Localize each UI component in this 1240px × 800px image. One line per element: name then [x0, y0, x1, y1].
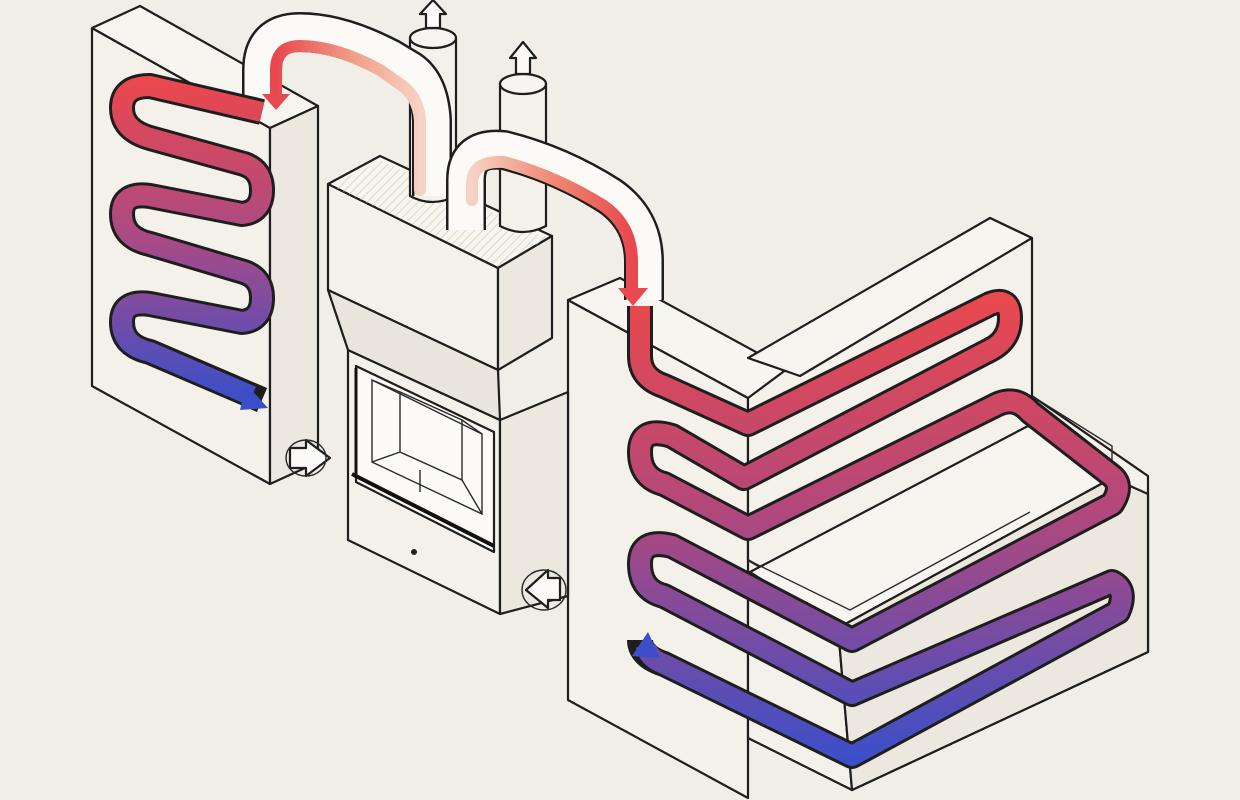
hot-air-duct-left: [242, 12, 452, 196]
flow-arrowhead-left: [240, 384, 268, 410]
flow-arrowhead-right: [632, 632, 660, 658]
hot-air-duct-right: [446, 129, 664, 306]
right-bench-heat-flow: [627, 288, 1135, 769]
door-handle-dot: [411, 549, 417, 555]
inlet-arrow-icon: [285, 438, 567, 611]
fireplace-insert: [326, 154, 570, 616]
left-wall-heat-flow: [109, 73, 275, 412]
up-arrow-icon: [418, 0, 538, 76]
